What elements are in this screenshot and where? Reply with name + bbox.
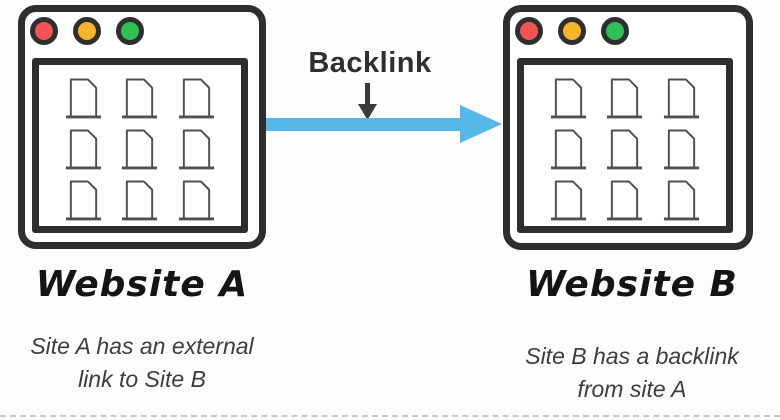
caption-line: from site A <box>577 376 687 402</box>
website-a-title: Website A <box>35 264 249 305</box>
red-dot-icon <box>30 17 58 45</box>
website-b-caption: Site B has a backlink from site A <box>498 340 766 406</box>
page-icon <box>122 129 158 170</box>
traffic-light-dots <box>515 17 629 45</box>
traffic-light-dots <box>30 17 144 45</box>
page-icon <box>122 78 158 119</box>
caption-line: Site B has a backlink <box>525 343 739 369</box>
page-icon <box>179 78 215 119</box>
backlink-arrow-icon <box>266 105 502 143</box>
yellow-dot-icon <box>73 17 101 45</box>
page-icon <box>65 78 101 119</box>
website-b-window <box>503 5 753 250</box>
green-dot-icon <box>601 17 629 45</box>
page-grid <box>32 58 248 233</box>
page-icon <box>550 129 586 170</box>
page-icon <box>607 129 643 170</box>
down-arrow-icon <box>358 83 377 120</box>
backlink-label: Backlink <box>308 47 432 79</box>
red-dot-icon <box>515 17 543 45</box>
page-icon <box>664 180 700 221</box>
page-icon <box>550 78 586 119</box>
website-a-window <box>18 5 266 249</box>
green-dot-icon <box>116 17 144 45</box>
page-icon <box>65 180 101 221</box>
page-grid <box>517 58 733 233</box>
page-icon <box>607 78 643 119</box>
website-b-title: Website B <box>526 264 738 305</box>
caption-line: Site A has an external <box>30 333 254 359</box>
page-icon <box>550 180 586 221</box>
page-icon <box>179 129 215 170</box>
page-icon <box>179 180 215 221</box>
dashed-divider <box>0 415 780 417</box>
page-icon <box>664 129 700 170</box>
caption-line: link to Site B <box>78 366 206 392</box>
page-icon <box>122 180 158 221</box>
page-icon <box>664 78 700 119</box>
website-a-caption: Site A has an external link to Site B <box>2 330 282 396</box>
page-icon <box>65 129 101 170</box>
yellow-dot-icon <box>558 17 586 45</box>
page-icon <box>607 180 643 221</box>
